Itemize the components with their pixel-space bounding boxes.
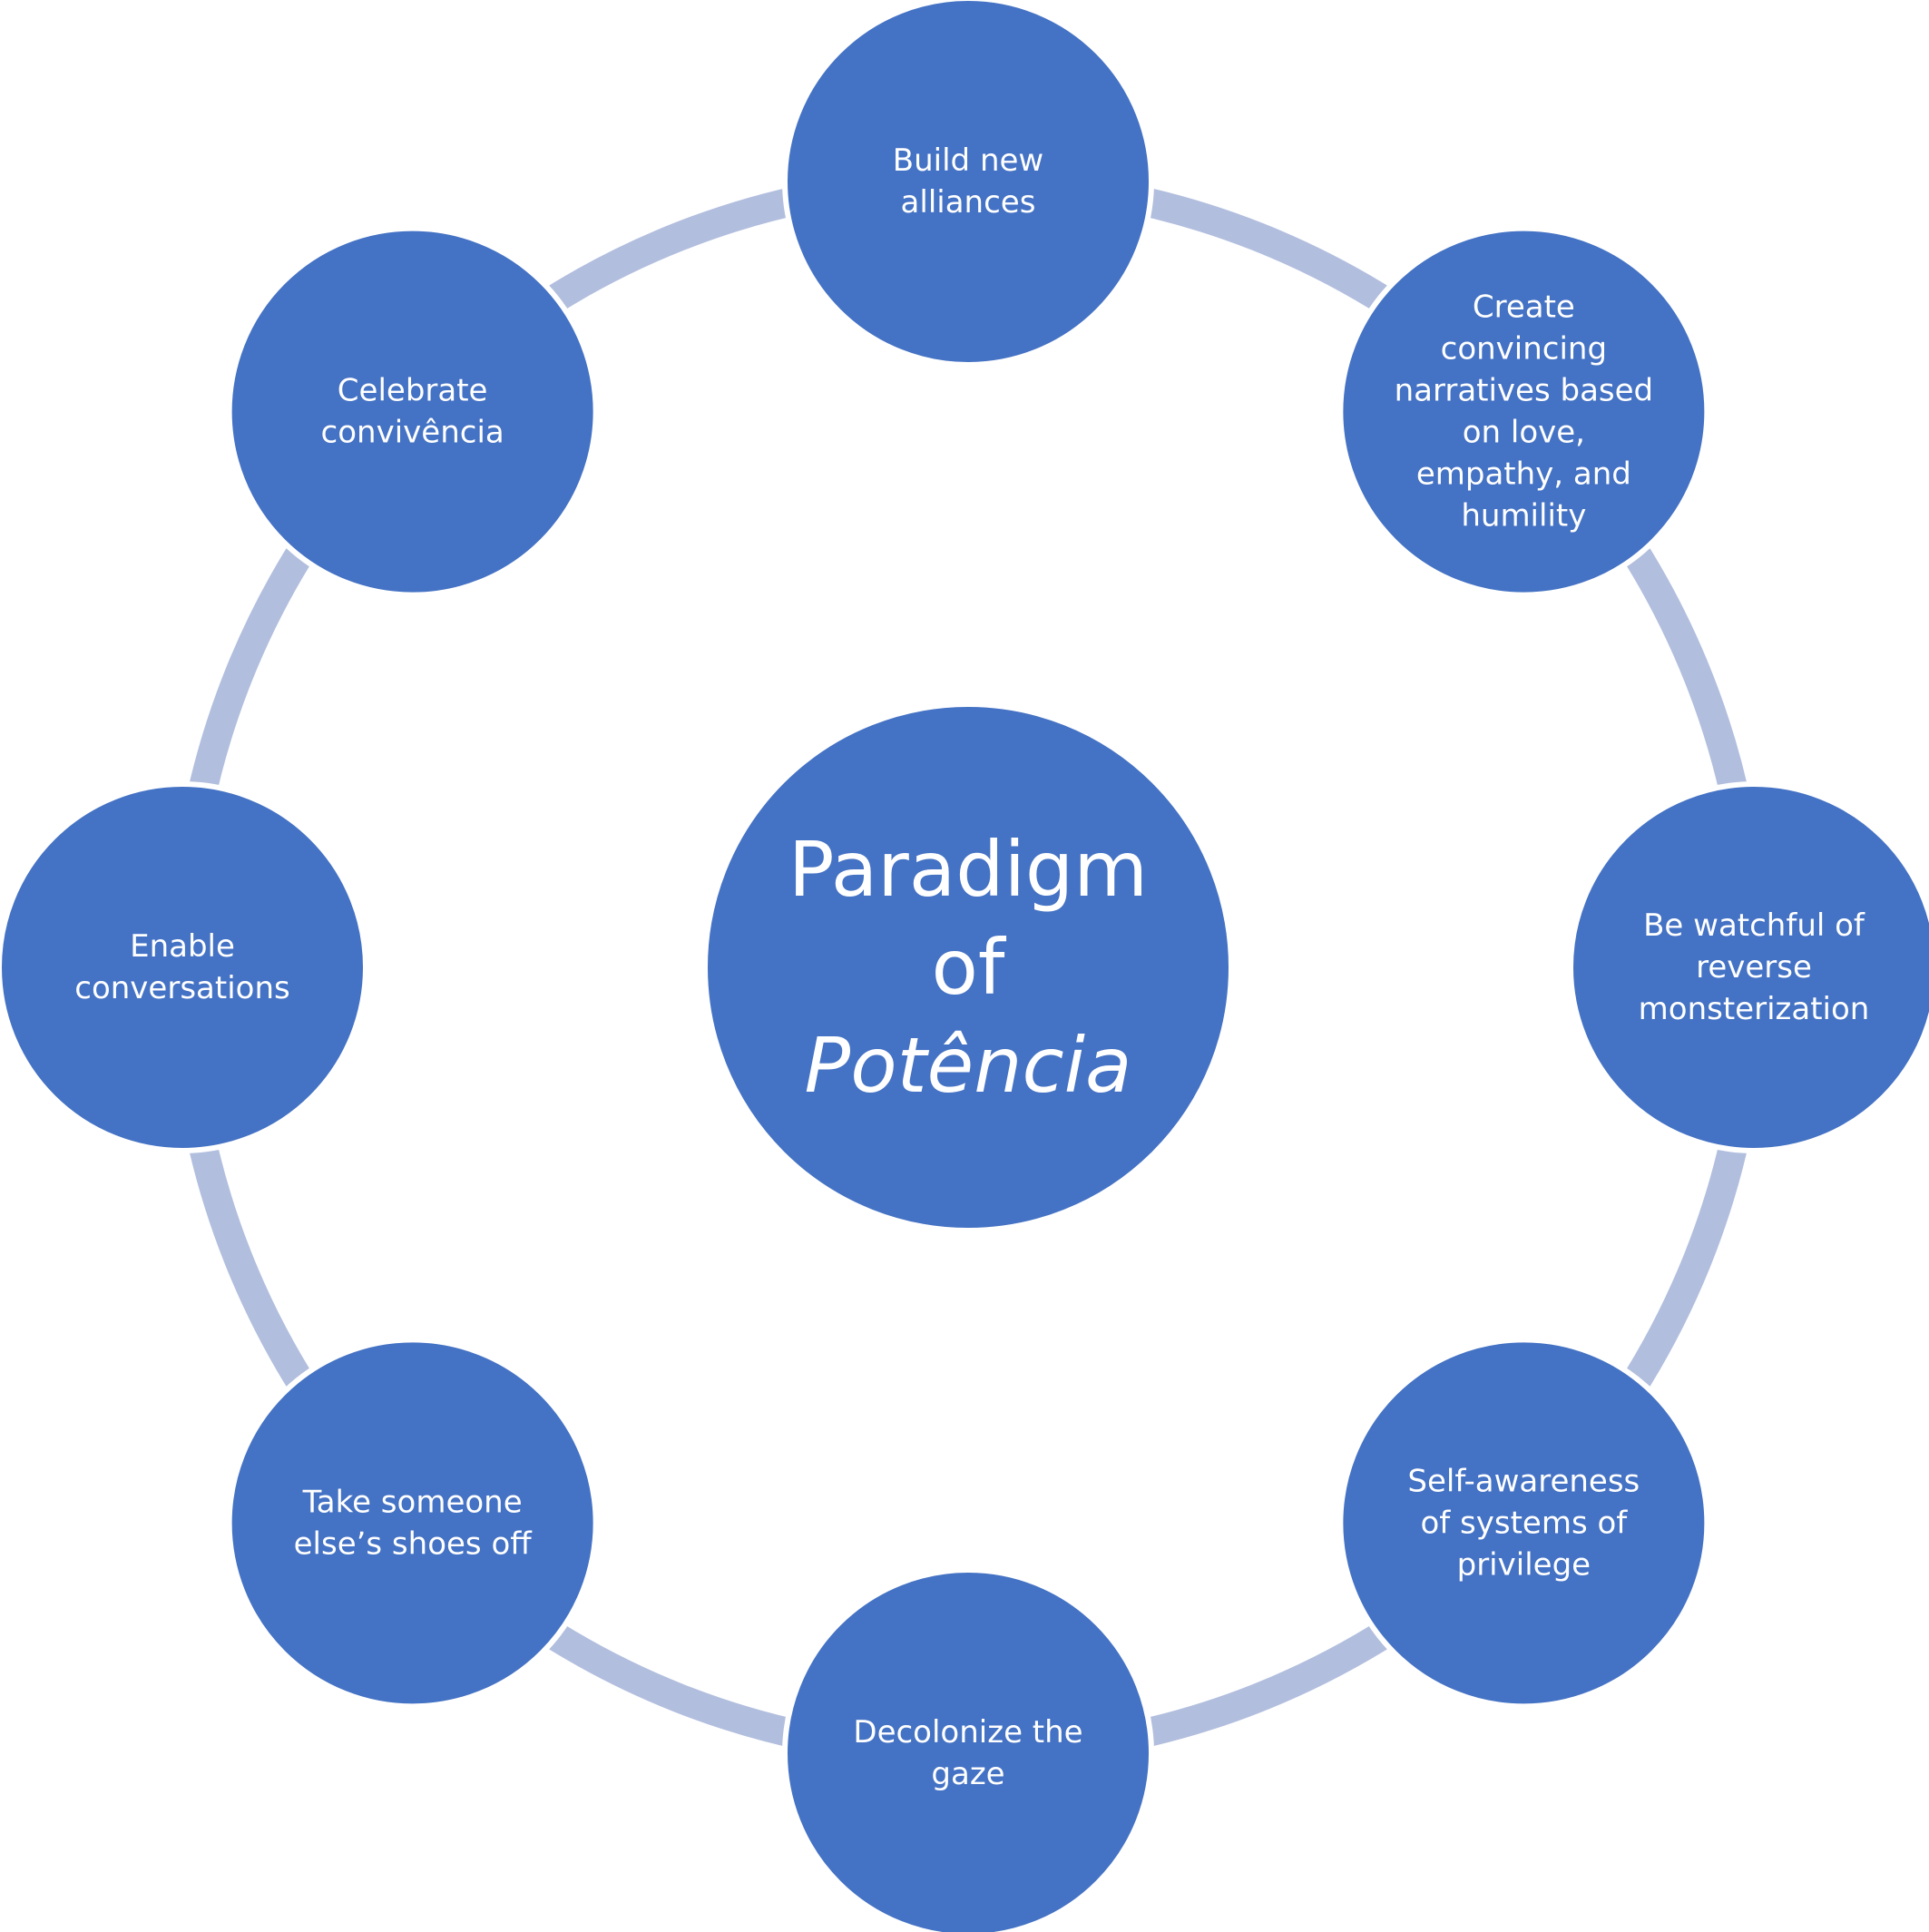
node-self-awareness: Self-awareness of systems of privilege	[1337, 1337, 1710, 1710]
node-circle	[226, 1337, 599, 1710]
node-create-convincing-narratives: Create convincing narratives based on love,…	[1337, 225, 1710, 598]
node-label-line: reverse	[1696, 949, 1812, 986]
node-label-line: on love,	[1463, 415, 1585, 451]
node-label-line: privilege	[1457, 1546, 1591, 1583]
center-title-line: Paradigm	[788, 825, 1148, 914]
node-label-line: Enable	[130, 928, 235, 965]
node-celebrate-convivencia: Celebrate convivência	[226, 225, 599, 598]
node-circle	[226, 225, 599, 598]
node-label-line: Decolonize the	[853, 1714, 1082, 1751]
node-label-line: alliances	[901, 184, 1036, 221]
node-enable-conversations: Enable conversations	[0, 781, 368, 1153]
node-label-line: Build new	[893, 142, 1043, 179]
node-label-line: Celebrate	[338, 373, 488, 409]
center-node-circle	[702, 701, 1234, 1233]
node-circle	[782, 0, 1154, 368]
center-title-line: Potência	[805, 1021, 1132, 1110]
node-decolonize-the-gaze: Decolonize the gaze	[782, 1567, 1154, 1932]
node-label-line: humility	[1461, 498, 1586, 534]
node-label-line: of systems of	[1420, 1505, 1628, 1541]
node-take-someone-elses-shoes-off: Take someone else’s shoes off	[226, 1337, 599, 1710]
node-be-watchful: Be watchful of reverse monsterization	[1568, 781, 1929, 1153]
node-circle	[0, 781, 368, 1153]
node-build-new-alliances: Build new alliances	[782, 0, 1154, 368]
node-label-line: convincing	[1441, 331, 1607, 368]
node-label-line: Self-awareness	[1407, 1463, 1640, 1499]
node-label-line: Be watchful of	[1643, 907, 1865, 944]
node-circle	[1337, 1337, 1710, 1710]
node-label-line: narratives based	[1395, 373, 1654, 409]
node-circle	[782, 1567, 1154, 1932]
center-title-line: of	[932, 923, 1007, 1012]
node-label-line: empathy, and	[1416, 456, 1631, 493]
node-circle	[1337, 225, 1710, 598]
node-label-line: convivência	[321, 415, 504, 451]
node-label-line: conversations	[74, 970, 289, 1006]
node-label-line: Create	[1473, 289, 1575, 326]
node-circle	[1568, 781, 1929, 1153]
node-label-line: monsterization	[1639, 991, 1870, 1027]
node-label-line: else’s shoes off	[294, 1525, 534, 1562]
node-label-line: gaze	[931, 1756, 1004, 1792]
node-label-line: Take someone	[302, 1484, 523, 1520]
